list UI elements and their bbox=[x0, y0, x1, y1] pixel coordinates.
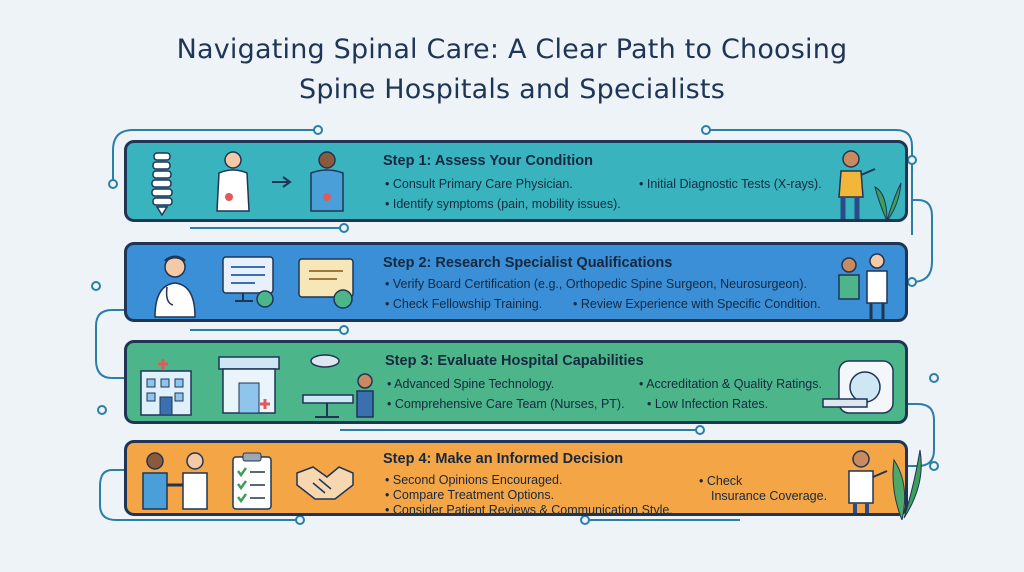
connector-node bbox=[695, 425, 705, 435]
connector-node bbox=[907, 277, 917, 287]
connector-1-2-right bbox=[908, 199, 933, 283]
connector-node bbox=[97, 405, 107, 415]
step-4-bullet: Consider Patient Reviews & Communication… bbox=[385, 503, 673, 513]
operating-room-icon bbox=[302, 354, 374, 418]
hospital-entrance-icon bbox=[218, 356, 280, 414]
connector-top-right bbox=[706, 129, 913, 235]
woman-pointing-icon bbox=[838, 150, 876, 219]
step-3-bullet: Advanced Spine Technology. bbox=[387, 377, 554, 391]
plant-icon bbox=[874, 182, 902, 219]
back-pain-person-icon bbox=[216, 151, 250, 212]
step-2-bullet: Review Experience with Specific Conditio… bbox=[573, 297, 821, 311]
hospital-building-icon bbox=[140, 359, 192, 416]
connector-3-4-right bbox=[908, 403, 935, 467]
doctor-patient-icon bbox=[838, 253, 888, 319]
step-4-title: Step 4: Make an Informed Decision bbox=[383, 451, 624, 467]
step-2-title: Step 2: Research Specialist Qualificatio… bbox=[383, 255, 673, 271]
step-2-bullet: Verify Board Certification (e.g., Orthop… bbox=[385, 277, 807, 291]
certificate-monitor-icon bbox=[222, 256, 274, 308]
step-1-bullet: Initial Diagnostic Tests (X-rays). bbox=[639, 177, 822, 191]
handshake-icon bbox=[296, 466, 354, 500]
title-line-2: Spine Hospitals and Specialists bbox=[299, 74, 725, 105]
step-2-panel: Step 2: Research Specialist Qualificatio… bbox=[124, 242, 908, 322]
connector-node bbox=[339, 325, 349, 335]
step-3-title: Step 3: Evaluate Hospital Capabilities bbox=[385, 353, 644, 369]
doctor-presenting-icon bbox=[848, 450, 888, 513]
arrow-right-icon bbox=[272, 176, 292, 188]
connector-2-3-left bbox=[95, 309, 124, 379]
step-4-bullet-cont: Insurance Coverage. bbox=[711, 489, 828, 503]
connector-node bbox=[580, 515, 590, 525]
step-4-bullet: Second Opinions Encouraged. bbox=[385, 473, 563, 487]
step-3-bullet: Accreditation & Quality Ratings. bbox=[639, 377, 822, 391]
mri-scanner-icon bbox=[822, 360, 894, 414]
back-pain-person-icon bbox=[310, 151, 344, 212]
page-title: Navigating Spinal Care: A Clear Path to … bbox=[0, 30, 1024, 110]
step-1-bullet: Identify symptoms (pain, mobility issues… bbox=[385, 197, 621, 211]
step-3-bullet: Comprehensive Care Team (Nurses, PT). bbox=[387, 397, 625, 411]
diploma-icon bbox=[298, 258, 354, 309]
checklist-icon bbox=[232, 452, 272, 510]
step-1-bullet: Consult Primary Care Physician. bbox=[385, 177, 573, 191]
step-4-panel: Step 4: Make an Informed Decision Second… bbox=[124, 440, 908, 516]
connector-node bbox=[907, 155, 917, 165]
connector-node bbox=[339, 223, 349, 233]
connector-node bbox=[91, 281, 101, 291]
spine-icon bbox=[151, 152, 173, 217]
connector-top-left bbox=[112, 129, 318, 184]
doctor-icon bbox=[154, 255, 196, 318]
step-3-panel: Step 3: Evaluate Hospital Capabilities A… bbox=[124, 340, 908, 424]
connector-node bbox=[313, 125, 323, 135]
connector-node bbox=[295, 515, 305, 525]
connector-node bbox=[108, 179, 118, 189]
connector-node bbox=[929, 373, 939, 383]
connector-bottom-left bbox=[99, 469, 300, 521]
connector-node bbox=[929, 461, 939, 471]
step-3-bullet: Low Infection Rates. bbox=[647, 397, 768, 411]
handshake-people-icon bbox=[142, 452, 208, 510]
step-2-bullet: Check Fellowship Training. bbox=[385, 297, 542, 311]
step-1-panel: Step 1: Assess Your Condition Consult Pr… bbox=[124, 140, 908, 222]
connector-node bbox=[701, 125, 711, 135]
title-line-1: Navigating Spinal Care: A Clear Path to … bbox=[176, 34, 848, 65]
leaves-icon bbox=[892, 449, 922, 520]
step-4-bullet: Check bbox=[699, 474, 742, 488]
step-4-bullet: Compare Treatment Options. bbox=[385, 488, 554, 502]
step-1-title: Step 1: Assess Your Condition bbox=[383, 153, 594, 169]
